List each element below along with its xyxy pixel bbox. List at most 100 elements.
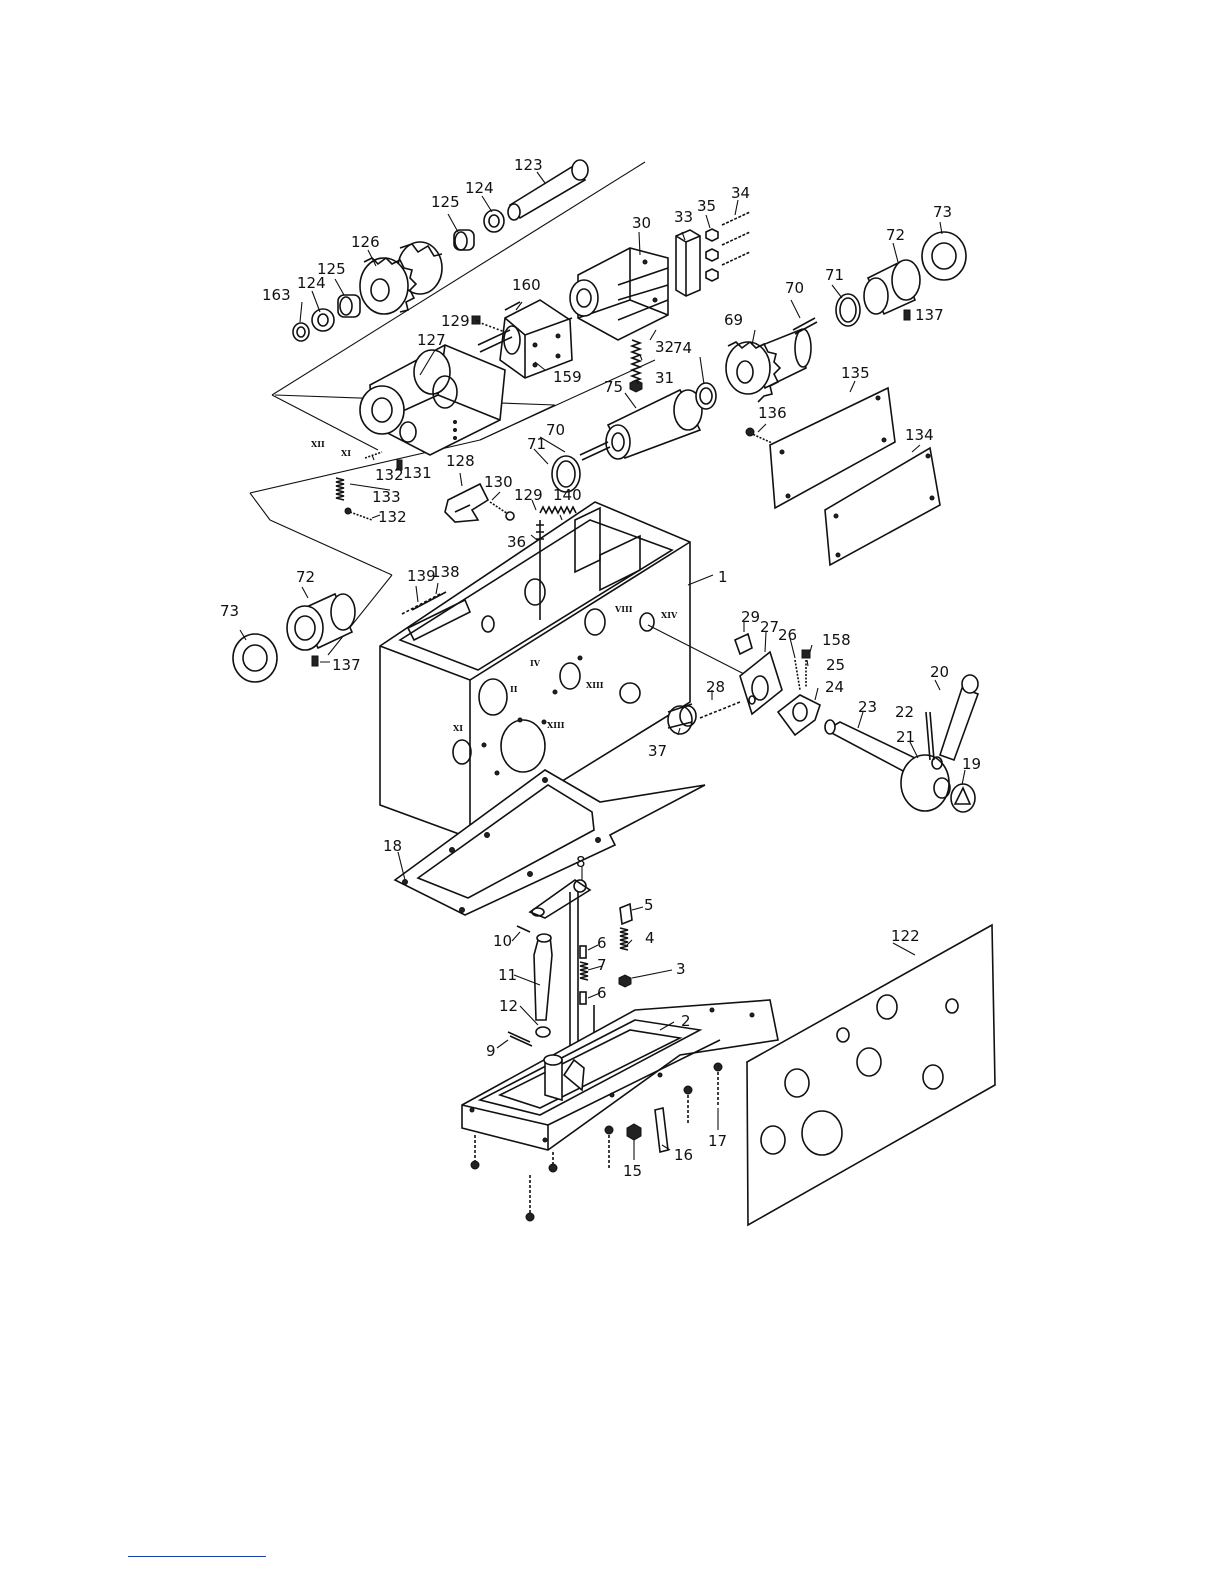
callout: 128 [446, 452, 475, 470]
pin-9 [508, 1032, 532, 1046]
spring-133 [336, 478, 344, 500]
spring-4 [620, 928, 628, 950]
nuts-35 [706, 229, 718, 281]
callout: 70 [546, 421, 565, 439]
callout: 138 [431, 563, 460, 581]
callout: 29 [741, 608, 760, 626]
callout: 132 [375, 466, 404, 484]
callout: 4 [645, 929, 655, 947]
callout: 72 [886, 226, 905, 244]
callout: 71 [825, 266, 844, 284]
pin-22 [926, 712, 934, 760]
callout: 71 [527, 435, 546, 453]
gear-69 [726, 329, 811, 402]
shaft-mark: XII [311, 439, 325, 449]
callout: 136 [758, 404, 787, 422]
washer-74 [696, 383, 716, 409]
hub-21 [901, 755, 950, 811]
callout: 12 [499, 997, 518, 1015]
pin-6-upper [580, 946, 586, 958]
pin-28 [700, 702, 740, 718]
pin-10 [517, 926, 530, 932]
nut-31 [630, 380, 642, 392]
plate-122 [747, 925, 995, 1225]
shaft-mark: XIII [547, 720, 565, 730]
housing-30 [570, 248, 668, 340]
callout: 69 [724, 311, 743, 329]
callout: 26 [778, 626, 797, 644]
left-bearing-group [233, 493, 392, 682]
callout: 1 [718, 568, 728, 586]
callout: 124 [465, 179, 494, 197]
screw-137-right [904, 310, 910, 320]
ring-71-upper [836, 294, 860, 326]
pin-16 [655, 1108, 668, 1152]
shaft-mark: XIII [586, 680, 604, 690]
callout: 160 [512, 276, 541, 294]
pin-6-lower [580, 992, 586, 1004]
callout: 36 [507, 533, 526, 551]
callout: 72 [296, 568, 315, 586]
callout: 34 [731, 184, 750, 202]
gear-126 [360, 242, 442, 314]
washer-163 [293, 323, 309, 341]
screw-137-left [312, 656, 318, 666]
rod-11 [534, 934, 552, 1020]
nut-3 [619, 975, 631, 987]
cap-5 [620, 904, 632, 924]
bracket-159 [500, 300, 572, 378]
callout: 3 [676, 960, 686, 978]
callout: 133 [372, 488, 401, 506]
callout: 125 [431, 193, 460, 211]
callout: 22 [895, 703, 914, 721]
callout: 37 [648, 742, 667, 760]
callout: 70 [785, 279, 804, 297]
shaft-mark: VIII [614, 604, 633, 614]
screw-132-lower [345, 508, 372, 520]
screw-132-upper [365, 452, 382, 458]
callout: 6 [597, 934, 607, 952]
shaft-mark: XI [453, 723, 463, 733]
callout: 127 [417, 331, 446, 349]
cap-19 [951, 784, 975, 812]
seal-73-right [922, 232, 966, 280]
callout: 158 [822, 631, 851, 649]
shaft-mark: XIV [661, 610, 678, 620]
handle-20 [940, 675, 978, 760]
seal-73-left [233, 634, 277, 682]
lever-24 [778, 695, 820, 735]
callout: 30 [632, 214, 651, 232]
lever-assembly [648, 625, 978, 812]
callout: 27 [760, 618, 779, 636]
shift-fork-128 [445, 484, 488, 522]
screws-34 [722, 212, 750, 265]
callout: 11 [498, 966, 517, 984]
flange-72-left [287, 594, 355, 650]
callout: 9 [486, 1042, 496, 1060]
callout: 5 [644, 896, 654, 914]
callout: 10 [493, 932, 512, 950]
callout: 31 [655, 369, 674, 387]
bearing-124-upper [484, 210, 504, 232]
callout: 35 [697, 197, 716, 215]
shaft-mark: IV [530, 658, 541, 668]
callout: 21 [896, 728, 915, 746]
callout: 28 [706, 678, 725, 696]
screw-130 [490, 502, 514, 520]
callout: 75 [604, 378, 623, 396]
callout: 33 [674, 208, 693, 226]
cam-27 [740, 652, 782, 714]
screw-129-upper [472, 316, 505, 332]
callout: 23 [858, 698, 877, 716]
plug-37 [668, 704, 696, 734]
callout: 74 [673, 339, 692, 357]
callout: 6 [597, 984, 607, 1002]
callout: 124 [297, 274, 326, 292]
shaft-mark: XI [341, 448, 351, 458]
callout: 15 [623, 1162, 642, 1180]
link-8 [530, 880, 590, 918]
callout: 159 [553, 368, 582, 386]
callout: 129 [514, 486, 543, 504]
callout: 132 [378, 508, 407, 526]
